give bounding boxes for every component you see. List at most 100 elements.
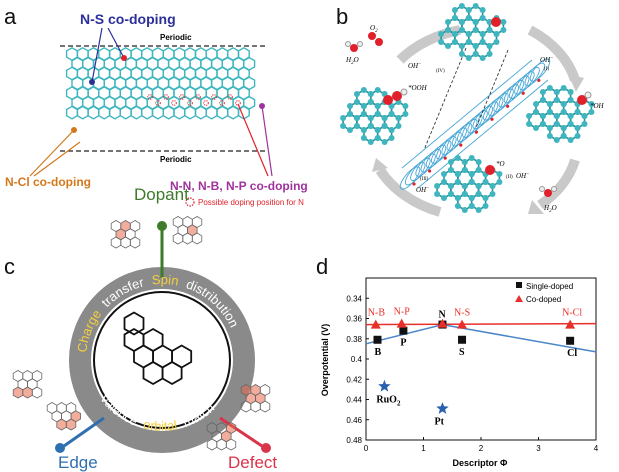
possible-position-marker [185,197,195,207]
reference-label-Pt: Pt [434,417,444,428]
carbon-atom [360,87,367,93]
carbon-atom [441,171,447,177]
zoom-line-right [475,49,509,129]
carbon-atom [340,115,347,121]
graphene-flake-bottom [434,155,503,213]
carbon-atom [395,123,402,129]
carbon-atom [353,123,360,129]
h2o-top-h1 [345,41,351,47]
legend-co-marker [515,295,523,302]
ooh-star-label: *OOH [408,84,428,92]
graphene-flake-left [340,87,409,145]
carbon-atom [454,171,461,177]
nanotube-ring [493,88,514,112]
adsorbate-ooh-h [400,88,408,96]
carbon-atom [461,159,468,165]
graphene-ribbon [65,46,256,120]
y-tick-label: 0.44 [346,396,362,405]
nanotube-wall-bottom [417,79,549,189]
carbon-atom [486,43,493,49]
o-star-label: *O [496,160,505,168]
carbon-atom [458,27,465,33]
carbon-atom [472,3,479,9]
possible-n-site [211,94,217,100]
carbon-atom [486,19,493,25]
carbon-atom [465,7,472,13]
step-iv-label: (IV) [436,69,445,74]
thumbnail-hexagon [206,438,218,451]
carbon-atom [367,123,374,129]
o2-molecule-atom-1 [368,32,376,40]
single-doped-point-Cl [566,336,575,345]
carbon-atom [482,195,489,201]
carbon-atom [475,159,482,165]
carbon-hexagon [98,105,111,120]
y-tick-label: 0.38 [346,335,362,344]
o2-label: O2 [370,24,378,34]
carbon-atom [475,167,482,173]
carbon-atom [438,39,445,45]
single-doped-label-S: S [459,347,465,358]
carbon-hexagon [76,105,89,120]
legend-single-label: Single-doped [526,282,573,291]
nanotube-ring [415,153,436,177]
carbon-atom [434,191,441,197]
carbon-atom [388,127,395,133]
oh-ii-label: OH− [516,172,530,180]
carbon-hexagon [87,105,100,120]
carbon-atom [367,115,374,121]
single-doped-label-Cl: Cl [567,348,577,359]
carbon-atom [468,203,475,209]
carbon-atom [465,39,472,45]
reference-label-RuO: RuO2 [376,394,401,407]
thumbnail-hexagon [110,236,122,249]
x-tick-label: 4 [594,444,599,453]
nanotube-ring [456,118,478,143]
carbon-atom [533,109,539,115]
carbon-atom [553,113,560,119]
single-doped-label-B: B [375,347,382,358]
graphene-flake-top [438,3,507,61]
carbon-hexagon [226,105,240,120]
nanotube-ring [451,123,473,147]
carbon-atom [461,191,468,197]
carbon-atom [454,155,461,161]
thumbnail-hexagon [250,400,261,413]
carbon-atom [489,191,496,197]
nanotube-ring [467,110,488,134]
adsorbate-ooh-o2 [392,91,402,101]
carbon-atom [360,111,367,117]
nanotube-ring [404,162,426,186]
carbon-atom [360,103,367,109]
carbon-atom [441,195,447,201]
nanotube-dopant [443,156,447,160]
carbon-atom [496,179,503,185]
carbon-atom [347,127,353,133]
carbon-atom [374,103,381,109]
carbon-atom [560,133,567,139]
carbon-atom [553,121,560,127]
carbon-atom [445,19,451,25]
carbon-atom [367,139,374,145]
thumbnail-hexagon [22,386,33,399]
legend-single-marker [516,282,522,288]
edge-stem [63,416,105,448]
co-doped-label-N-B: N-B [368,308,386,319]
panel-label-c: c [4,254,15,279]
nn-arrow-red [237,103,269,177]
thumbnail-hexagon [65,418,77,431]
nanotube-ring [482,97,504,121]
dopant-label: Dopant [134,185,189,204]
carbon-atom [493,31,500,37]
aromatic-ring [123,311,145,336]
step-i-label: (I) [544,67,549,72]
carbon-atom [560,101,567,107]
oh-i-label: OH− [540,56,554,64]
ns-codoping-label: N-S co-doping [80,11,176,27]
nanotube-dopant [506,104,510,108]
carbon-atom [472,43,479,49]
possible-n-site [227,94,233,100]
possible-n-site [203,100,209,106]
carbon-atom [526,113,533,119]
